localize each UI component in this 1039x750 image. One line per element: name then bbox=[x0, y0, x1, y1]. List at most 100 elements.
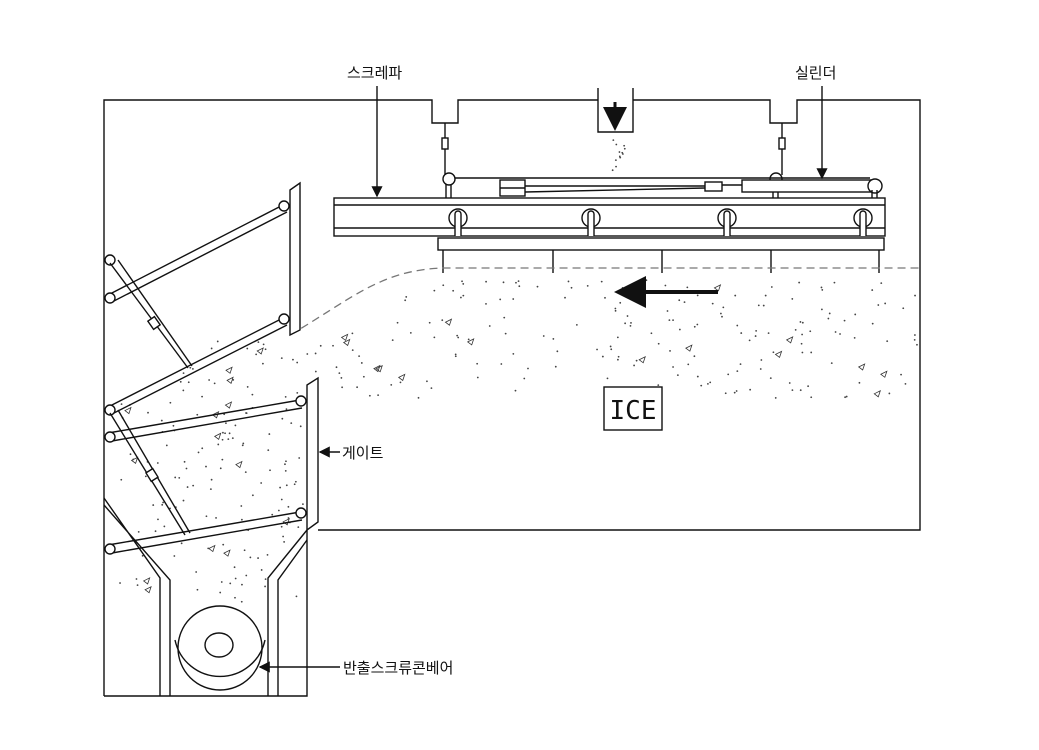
ice-particle bbox=[517, 280, 520, 283]
ice-particle bbox=[499, 298, 502, 301]
ice-particle bbox=[709, 381, 712, 384]
ice-particle bbox=[264, 348, 267, 351]
ice-particle bbox=[567, 280, 570, 283]
ice-particle bbox=[390, 383, 393, 386]
ice-particle bbox=[240, 505, 243, 507]
ice-particle bbox=[678, 299, 681, 302]
ice-particle bbox=[827, 317, 830, 320]
ice-particle bbox=[182, 372, 185, 375]
ice-particle bbox=[160, 419, 163, 422]
ice-particle bbox=[442, 284, 445, 287]
ice-particle bbox=[201, 395, 203, 398]
ice-particle bbox=[722, 306, 725, 309]
ice-particle bbox=[220, 581, 223, 583]
ice-particle bbox=[207, 547, 210, 550]
ice-chunk bbox=[235, 460, 243, 469]
ice-particle bbox=[377, 394, 380, 397]
ice-particle bbox=[619, 301, 622, 304]
ice-particle bbox=[676, 374, 679, 377]
ice-chunk bbox=[144, 585, 152, 594]
ice-particle bbox=[284, 469, 287, 472]
ice-particle bbox=[485, 302, 487, 305]
ice-particle bbox=[227, 438, 230, 441]
ice-particle bbox=[234, 596, 236, 599]
ice-particle bbox=[527, 367, 529, 370]
ice-chunk bbox=[373, 364, 381, 373]
ice-particle bbox=[396, 321, 399, 324]
ice-particle bbox=[129, 453, 132, 456]
ice-particle bbox=[600, 280, 603, 283]
falling-ice-particle bbox=[614, 159, 617, 162]
ice-particle bbox=[360, 362, 363, 364]
ice-chunk bbox=[444, 318, 453, 326]
ice-particle bbox=[460, 296, 462, 299]
ice-particle bbox=[268, 433, 271, 435]
ice-particle bbox=[141, 554, 144, 557]
ice-particle bbox=[262, 343, 265, 346]
ice-particle bbox=[191, 368, 194, 370]
ice-particle bbox=[290, 422, 293, 424]
ice-particles bbox=[119, 139, 918, 603]
ice-particle bbox=[189, 366, 192, 369]
ice-particle bbox=[614, 309, 617, 312]
ice-particle bbox=[335, 366, 338, 369]
ice-particle bbox=[733, 391, 736, 394]
ice-particle bbox=[821, 308, 823, 311]
ice-particle bbox=[242, 442, 245, 445]
ice-particle bbox=[165, 444, 168, 447]
ice-particle bbox=[767, 332, 770, 335]
ice-particle bbox=[791, 389, 794, 392]
ice-chunk bbox=[880, 370, 888, 378]
ice-particle bbox=[245, 574, 248, 577]
ice-particle bbox=[693, 355, 696, 358]
falling-ice-particle bbox=[615, 165, 617, 168]
ice-particle bbox=[721, 315, 723, 318]
ice-particle bbox=[277, 509, 280, 512]
ice-particle bbox=[137, 530, 140, 533]
falling-ice-particle bbox=[611, 169, 614, 172]
ice-particle bbox=[770, 286, 773, 288]
ice-particle bbox=[871, 289, 874, 291]
ice-particle bbox=[633, 364, 635, 367]
ice-particle bbox=[853, 336, 856, 339]
ice-particle bbox=[284, 463, 286, 466]
ice-particle bbox=[162, 501, 165, 504]
ice-particle bbox=[229, 582, 232, 585]
ice-chunk bbox=[225, 366, 233, 374]
ice-particle bbox=[222, 543, 225, 546]
ice-label: ICE bbox=[610, 396, 657, 426]
ice-particle bbox=[913, 338, 916, 341]
ice-particle bbox=[296, 391, 299, 394]
ice-particle bbox=[172, 424, 175, 427]
ice-particle bbox=[914, 294, 916, 297]
ice-particle bbox=[246, 347, 249, 350]
ice-particle bbox=[886, 340, 889, 343]
ice-chunk bbox=[142, 577, 151, 585]
ice-particle bbox=[888, 392, 891, 395]
ice-particle bbox=[405, 296, 408, 298]
ice-particle bbox=[764, 294, 767, 297]
ice-particle bbox=[762, 304, 765, 307]
ice-particle bbox=[798, 281, 801, 284]
ice-particle bbox=[904, 382, 907, 385]
ice-particle bbox=[757, 304, 760, 307]
falling-ice-particle bbox=[618, 155, 621, 158]
ice-particle bbox=[617, 355, 620, 358]
ice-particle bbox=[152, 504, 155, 506]
ice-particle bbox=[630, 322, 632, 324]
ice-particle bbox=[629, 324, 632, 327]
ice-particle bbox=[799, 321, 802, 323]
ice-particle bbox=[687, 363, 690, 366]
ice-particle bbox=[285, 484, 288, 487]
hanger-left bbox=[441, 123, 456, 198]
ice-particle bbox=[586, 284, 589, 287]
ice-particle bbox=[454, 355, 457, 358]
ice-particle bbox=[794, 328, 797, 331]
ice-particle bbox=[696, 294, 699, 297]
ice-particle bbox=[433, 336, 436, 339]
ice-particle bbox=[205, 465, 207, 468]
falling-ice-particle bbox=[615, 143, 618, 146]
ice-particle bbox=[232, 378, 235, 381]
ice-particle bbox=[774, 397, 777, 399]
